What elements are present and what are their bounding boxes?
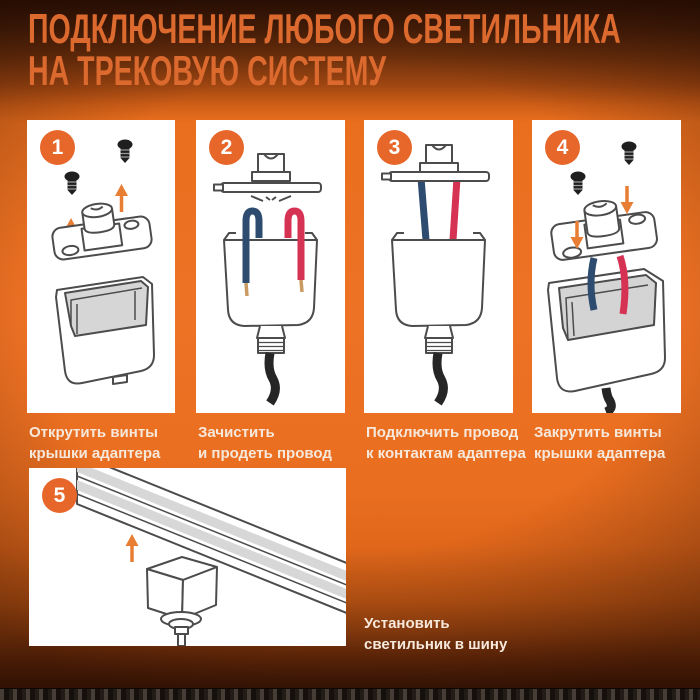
mount-luminaire-to-track-illustration [76,468,346,646]
step-panel-5: 5 [29,468,346,646]
screw-icon [64,139,133,195]
cover-plate-edge [213,153,322,202]
unscrew-adapter-cover-illustration [51,139,155,385]
wire-blue [587,257,598,311]
cable [601,387,616,413]
wire-blue [417,177,430,241]
wire-red [284,207,305,280]
step-panel-1: 1 [27,120,175,413]
wires [587,254,629,315]
cover-plate [51,202,153,261]
step-panel-2: 2 [196,120,345,413]
step-badge: 2 [209,130,244,165]
adapter-cup [391,232,486,354]
step-badge: 1 [40,130,75,165]
cover-plate-edge [381,144,490,182]
wire-red [449,177,461,241]
track-rail [76,468,346,614]
wires [417,177,461,241]
step-panel-4: 4 [532,120,681,413]
wire-blue-tip [244,282,249,297]
screw-icon [570,141,637,195]
cable [264,352,280,406]
track-photo-strip [0,688,700,700]
strip-and-thread-wire-illustration [213,153,322,406]
step-badge: 4 [545,130,580,165]
screw-adapter-cover-illustration [547,141,666,413]
wire-blue [242,207,263,283]
step-badge: 5 [42,478,77,513]
page-title: ПОДКЛЮЧЕНИЕ ЛЮБОГО СВЕТИЛЬНИКА НА ТРЕКОВ… [28,8,621,92]
cover-plate [550,199,658,261]
arrow-up-icon [125,534,139,562]
adapter-body-open [55,276,155,385]
wires [242,207,305,297]
connect-wire-to-contacts-illustration [381,144,490,406]
arrow-down-icon [570,186,634,249]
title-line-2: НА ТРЕКОВУЮ СИСТЕМУ [28,47,387,94]
step-panel-3: 3 [364,120,513,413]
adapter-body-open [547,268,666,393]
title-line-1: ПОДКЛЮЧЕНИЕ ЛЮБОГО СВЕТИЛЬНИКА [28,5,621,52]
step-badge: 3 [377,130,412,165]
track-adapter [146,556,218,646]
wire-red-tip [299,279,304,293]
wire-red [616,254,629,315]
cable [432,352,448,406]
